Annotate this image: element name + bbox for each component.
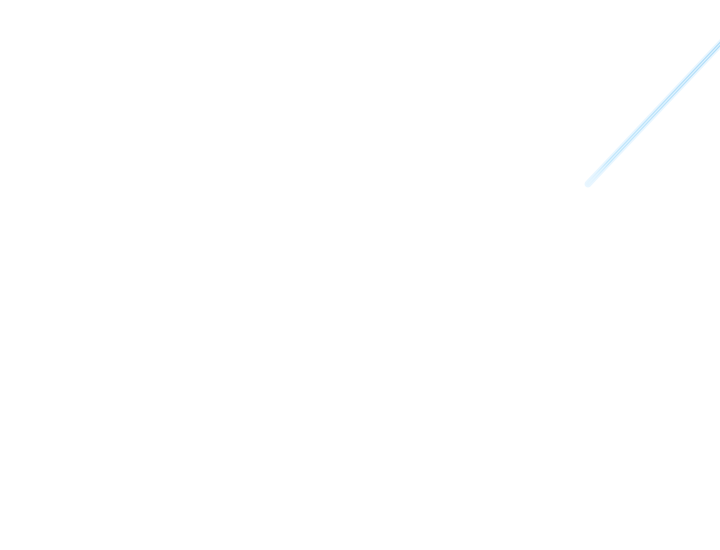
streak-core	[588, 43, 720, 184]
